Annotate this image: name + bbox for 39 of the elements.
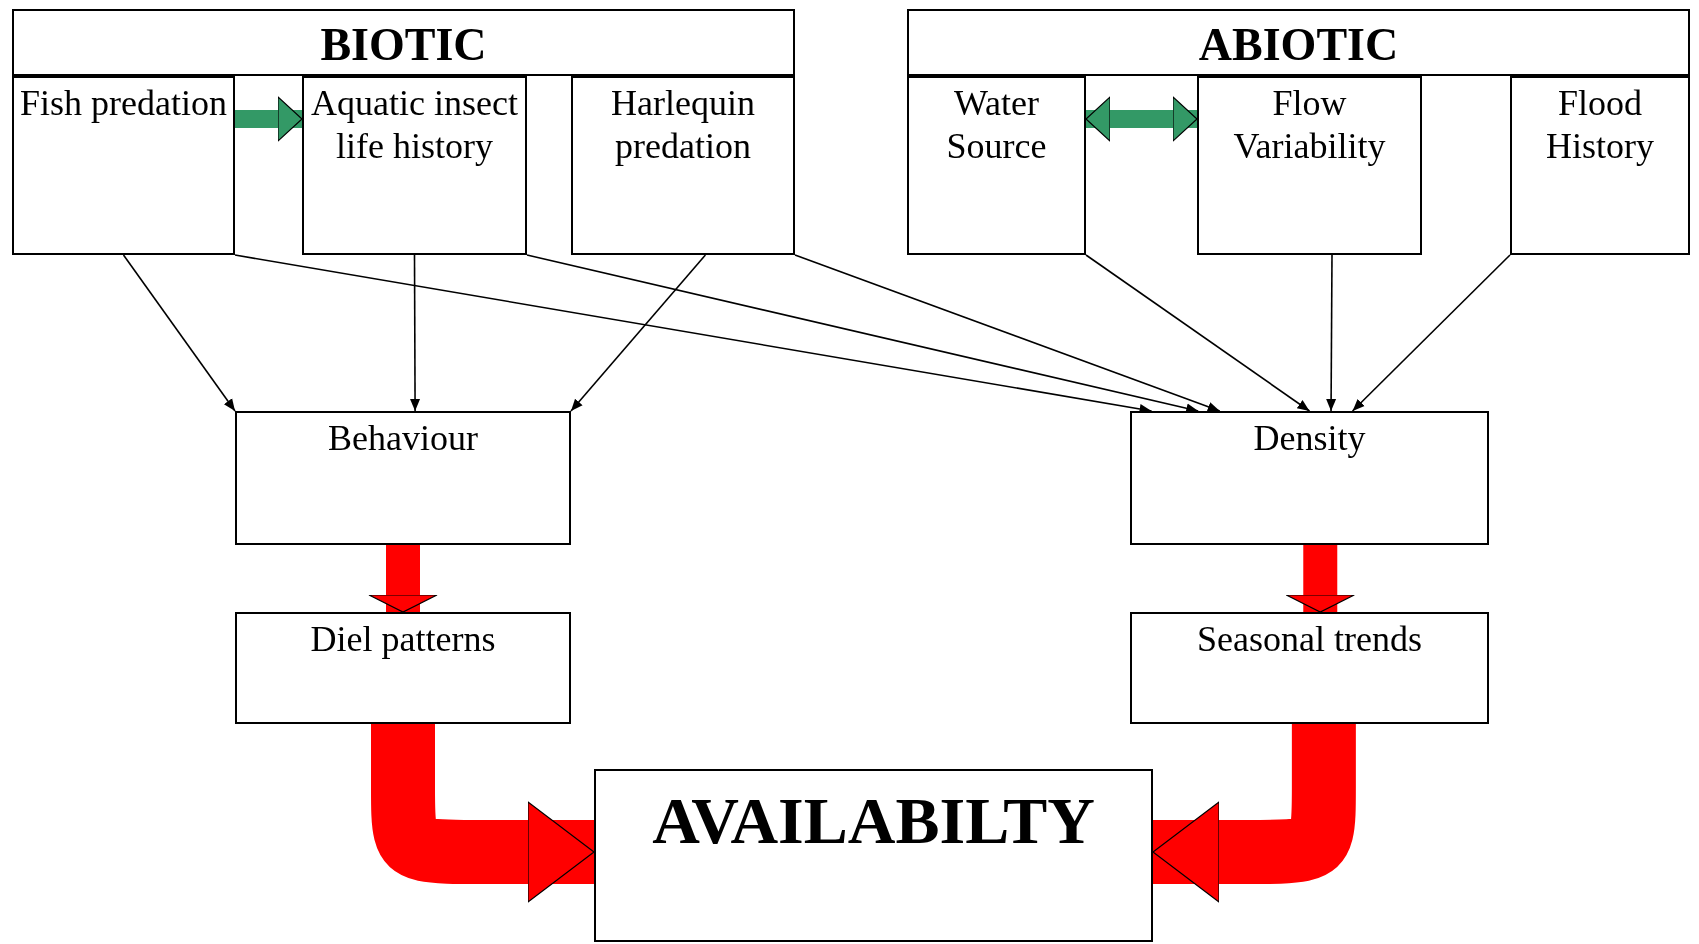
arrow — [234, 254, 1153, 414]
block-arrow — [1085, 96, 1198, 142]
factor-box — [1130, 411, 1489, 545]
factor-box — [571, 76, 795, 255]
arrow — [1326, 254, 1337, 412]
block-arrow — [1285, 545, 1355, 613]
node-label: Behaviour — [328, 417, 478, 460]
node-label: Harlequin predation — [610, 82, 756, 168]
node-label: ABIOTIC — [1198, 18, 1399, 72]
category-header — [12, 9, 795, 76]
arrow — [570, 254, 707, 412]
factor-box — [907, 76, 1086, 255]
node-label: Flood History — [1545, 82, 1655, 168]
factor-box — [302, 76, 527, 255]
node-label: BIOTIC — [320, 18, 487, 72]
factor-box — [235, 612, 571, 724]
node-label: Density — [1253, 417, 1366, 460]
factor-box — [1197, 76, 1422, 255]
arrow — [1351, 254, 1511, 412]
factor-box — [1510, 76, 1690, 255]
factor-box — [1130, 612, 1489, 724]
arrow — [122, 254, 236, 412]
block-arrow — [368, 545, 438, 613]
node-label: Diel patterns — [310, 618, 496, 661]
node-label: AVAILABILTY — [652, 783, 1095, 859]
arrow — [410, 254, 421, 412]
node-label: Aquatic insect life history — [310, 82, 519, 168]
node-label: Fish predation — [20, 82, 227, 125]
factor-box — [235, 411, 571, 545]
arrow — [794, 254, 1221, 412]
node-label: Seasonal trends — [1197, 618, 1422, 661]
category-header — [907, 9, 1690, 76]
arrow — [1085, 254, 1311, 412]
node-label: Flow Variability — [1232, 82, 1387, 168]
arrow — [526, 254, 1199, 414]
block-arrow — [235, 96, 303, 142]
node-label: Water Source — [945, 82, 1048, 168]
factor-box — [12, 76, 235, 255]
outcome-box — [594, 769, 1153, 942]
